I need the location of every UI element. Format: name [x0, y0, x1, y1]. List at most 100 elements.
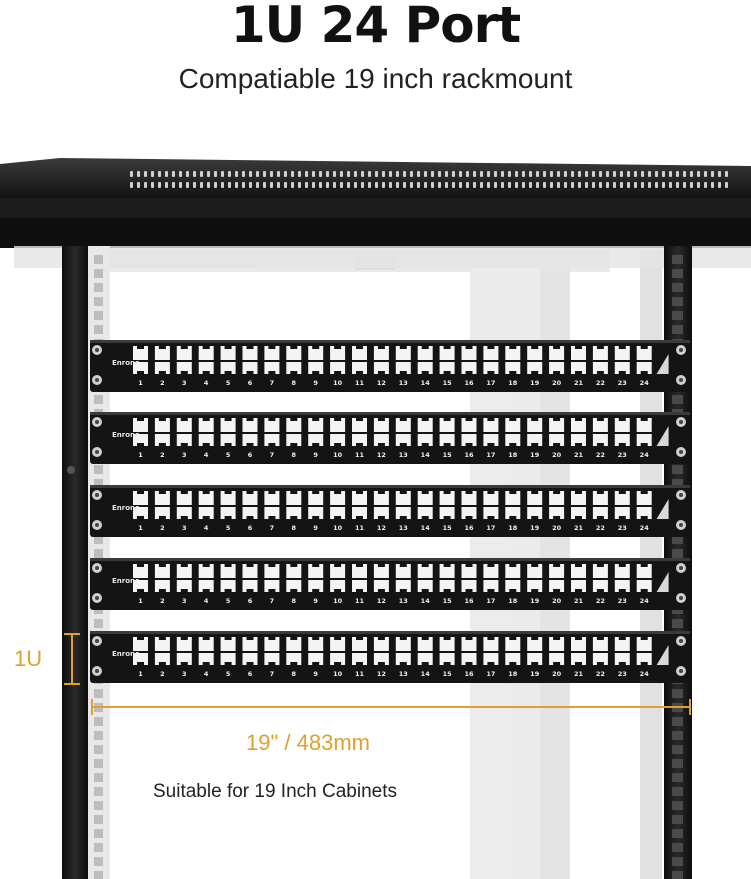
keystone-port: 4: [198, 637, 214, 678]
port-number-label: 20: [552, 379, 562, 387]
port-number-label: 21: [574, 597, 584, 605]
keystone-port: 9: [308, 564, 324, 605]
panel-brand-label: Enrone: [112, 504, 140, 512]
keystone-port: 8: [286, 346, 302, 387]
port-number-label: 21: [574, 524, 584, 532]
keystone-port: 10: [330, 418, 346, 459]
port-number-label: 22: [596, 597, 605, 605]
keystone-port: 7: [264, 418, 280, 459]
keystone-port: 1: [133, 564, 148, 605]
panel-brand-label: Enrone: [112, 577, 140, 585]
port-number-label: 10: [333, 451, 343, 459]
keystone-port: 17: [483, 418, 499, 459]
port-number-label: 15: [443, 597, 453, 605]
panel-brand-label: Enrone: [112, 650, 140, 658]
port-number-label: 10: [333, 379, 343, 387]
keystone-port: 19: [527, 564, 543, 605]
port-number-label: 19: [530, 670, 540, 678]
port-number-label: 9: [313, 670, 318, 678]
keystone-port: 12: [373, 637, 389, 678]
port-number-label: 24: [640, 451, 650, 459]
port-number-label: 1: [138, 670, 143, 678]
port-number-label: 9: [313, 379, 318, 387]
keystone-port: 13: [395, 418, 411, 459]
keystone-port: 14: [417, 346, 433, 387]
keystone-port: 21: [571, 491, 586, 532]
keystone-port: 17: [483, 637, 499, 678]
keystone-port: 9: [308, 346, 324, 387]
port-number-label: 20: [552, 524, 562, 532]
port-number-label: 4: [204, 597, 209, 605]
port-number-label: 6: [248, 379, 253, 387]
port-number-label: 3: [182, 670, 187, 678]
port-number-label: 4: [204, 451, 209, 459]
port-number-label: 10: [333, 597, 343, 605]
caption-text: Suitable for 19 Inch Cabinets: [153, 781, 397, 802]
keystone-port: 4: [198, 564, 214, 605]
keystone-port: 6: [242, 491, 258, 532]
keystone-port: 23: [614, 346, 630, 387]
port-number-label: 19: [530, 524, 540, 532]
port-number-label: 3: [182, 451, 187, 459]
port-number-label: 12: [377, 597, 386, 605]
keystone-port: 16: [461, 564, 477, 605]
rack-top-cover: [0, 158, 751, 268]
keystone-port: 15: [439, 564, 455, 605]
page-subtitle: Compatiable 19 inch rackmount: [178, 63, 573, 94]
height-dimension-marker: [64, 633, 80, 685]
port-number-label: 16: [464, 524, 474, 532]
keystone-port: 7: [264, 491, 280, 532]
port-number-label: 5: [226, 524, 231, 532]
keystone-port: 4: [198, 418, 214, 459]
port-number-label: 3: [182, 379, 187, 387]
keystone-port: 14: [417, 491, 433, 532]
port-number-label: 8: [292, 451, 297, 459]
port-number-label: 13: [399, 597, 408, 605]
keystone-port: 19: [527, 491, 543, 532]
port-number-label: 5: [226, 597, 231, 605]
port-number-label: 17: [486, 524, 495, 532]
port-number-label: 8: [292, 597, 297, 605]
port-number-label: 6: [248, 670, 253, 678]
keystone-port: 11: [352, 418, 367, 459]
port-number-label: 4: [204, 524, 209, 532]
port-number-label: 18: [508, 524, 518, 532]
keystone-port: 12: [373, 491, 389, 532]
width-dimension-marker: [91, 699, 691, 715]
port-number-label: 9: [313, 597, 318, 605]
keystone-port: 23: [614, 564, 630, 605]
keystone-port: 9: [308, 637, 324, 678]
port-number-label: 11: [355, 451, 365, 459]
port-number-label: 5: [226, 670, 231, 678]
port-number-label: 2: [160, 524, 165, 532]
keystone-port: 22: [592, 346, 608, 387]
port-number-label: 20: [552, 451, 562, 459]
keystone-port: 5: [220, 418, 236, 459]
keystone-port: 13: [395, 346, 411, 387]
keystone-port: 2: [154, 346, 170, 387]
keystone-port: 11: [352, 637, 367, 678]
keystone-port: 3: [176, 418, 192, 459]
port-number-label: 23: [618, 379, 627, 387]
keystone-port: 23: [614, 491, 630, 532]
port-number-label: 22: [596, 451, 605, 459]
keystone-port: 11: [352, 491, 367, 532]
keystone-port: 2: [154, 418, 170, 459]
port-number-label: 16: [464, 670, 474, 678]
port-number-label: 13: [399, 670, 408, 678]
port-number-label: 11: [355, 524, 365, 532]
keystone-port: 19: [527, 637, 543, 678]
keystone-port: 6: [242, 418, 258, 459]
port-number-label: 18: [508, 379, 518, 387]
width-dimension-label: 19" / 483mm: [246, 730, 370, 755]
keystone-port: 19: [527, 418, 543, 459]
port-number-label: 10: [333, 670, 343, 678]
port-number-label: 8: [292, 670, 297, 678]
port-number-label: 17: [486, 379, 495, 387]
port-number-label: 12: [377, 670, 386, 678]
keystone-port: 7: [264, 564, 280, 605]
keystone-port: 2: [154, 637, 170, 678]
port-number-label: 15: [443, 670, 453, 678]
